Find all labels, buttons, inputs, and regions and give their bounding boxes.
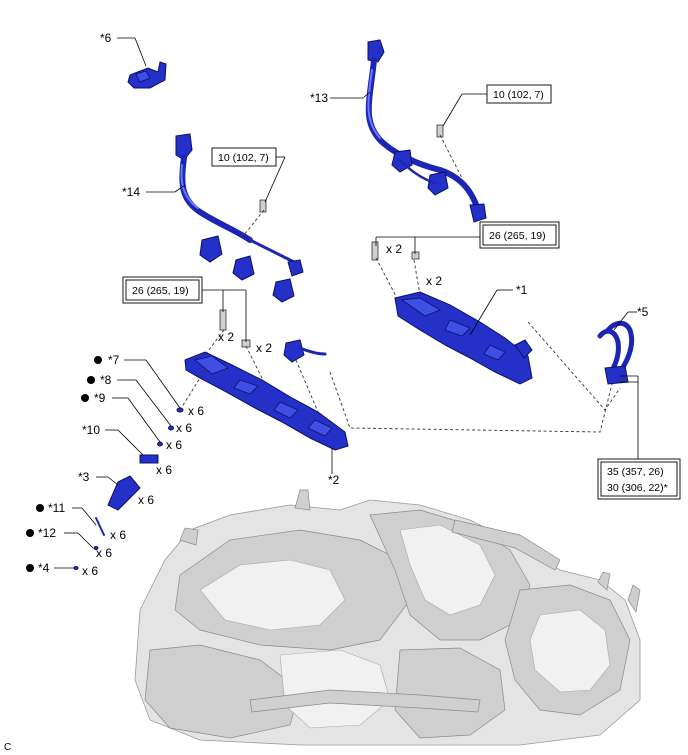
quantity-labels: x 2 x 2 x 2 x 2 x 6 x 6 x 6 x 6 x 6 x 6 … — [82, 242, 442, 578]
qty-part-7: x 6 — [188, 404, 204, 418]
qty-part-8: x 6 — [176, 421, 192, 435]
dashed-connectors — [179, 134, 621, 433]
callout-part-6: *6 — [100, 31, 112, 45]
qty-part-3: x 6 — [138, 493, 154, 507]
qty-bolt-right-b: x 2 — [426, 274, 442, 288]
qty-part-9: x 6 — [166, 438, 182, 452]
torque-label-union-35: 35 (357, 26) — [607, 466, 664, 478]
part-14-wire-harness — [146, 133, 304, 303]
non-reusable-marker-11 — [36, 504, 44, 512]
qty-part-10: x 6 — [156, 463, 172, 477]
part-13-wire-harness — [330, 39, 487, 223]
qty-bolt-right-a: x 2 — [386, 242, 402, 256]
part-5-fuel-pipe — [597, 311, 637, 385]
callout-part-14: *14 — [122, 185, 140, 199]
part-1-fuel-rail — [394, 289, 533, 385]
callout-part-1: *1 — [516, 283, 528, 297]
bolt-group — [219, 124, 444, 348]
qty-part-12: x 6 — [96, 546, 112, 560]
torque-label-bolt-26-right: 26 (265, 19) — [489, 230, 546, 242]
callout-part-3: *3 — [78, 470, 90, 484]
figure-code: C — [4, 742, 11, 753]
torque-label-bolt-10-left: 10 (102, 7) — [218, 152, 269, 164]
torque-callouts: 10 (102, 7) 10 (102, 7) 26 (265, 19) 26 … — [122, 84, 681, 500]
engine-assembly — [134, 489, 641, 746]
callout-part-5: *5 — [637, 305, 649, 319]
qty-part-11: x 6 — [110, 528, 126, 542]
non-reusable-marker-4 — [26, 564, 34, 572]
callout-part-9: *9 — [94, 391, 106, 405]
torque-label-bolt-10-right: 10 (102, 7) — [493, 89, 544, 101]
callout-part-2: *2 — [328, 473, 340, 487]
part-callouts: *6 *13 *14 *1 *5 *2 *7 *8 *9 *10 *3 *11 … — [38, 31, 649, 575]
non-reusable-marker-8 — [87, 376, 95, 384]
callout-part-13: *13 — [310, 91, 328, 105]
part-6-bracket — [117, 37, 167, 89]
non-reusable-marker-12 — [26, 529, 34, 537]
callout-part-4: *4 — [38, 561, 50, 575]
callout-part-7: *7 — [108, 353, 120, 367]
qty-bolt-left-a: x 2 — [218, 330, 234, 344]
torque-label-union-30: 30 (306, 22)* — [607, 482, 668, 494]
qty-bolt-left-b: x 2 — [256, 341, 272, 355]
callout-part-8: *8 — [100, 373, 112, 387]
non-reusable-marker-7 — [94, 356, 102, 364]
part-2-fuel-rail — [184, 339, 349, 474]
non-reusable-marker-9 — [81, 394, 89, 402]
callout-part-12: *12 — [38, 526, 56, 540]
small-parts-column — [54, 359, 184, 570]
callout-part-11: *11 — [48, 501, 65, 515]
non-reusable-markers — [26, 356, 102, 572]
qty-part-4: x 6 — [82, 564, 98, 578]
torque-label-bolt-26-left: 26 (265, 19) — [132, 285, 189, 297]
callout-part-10: *10 — [82, 423, 100, 437]
